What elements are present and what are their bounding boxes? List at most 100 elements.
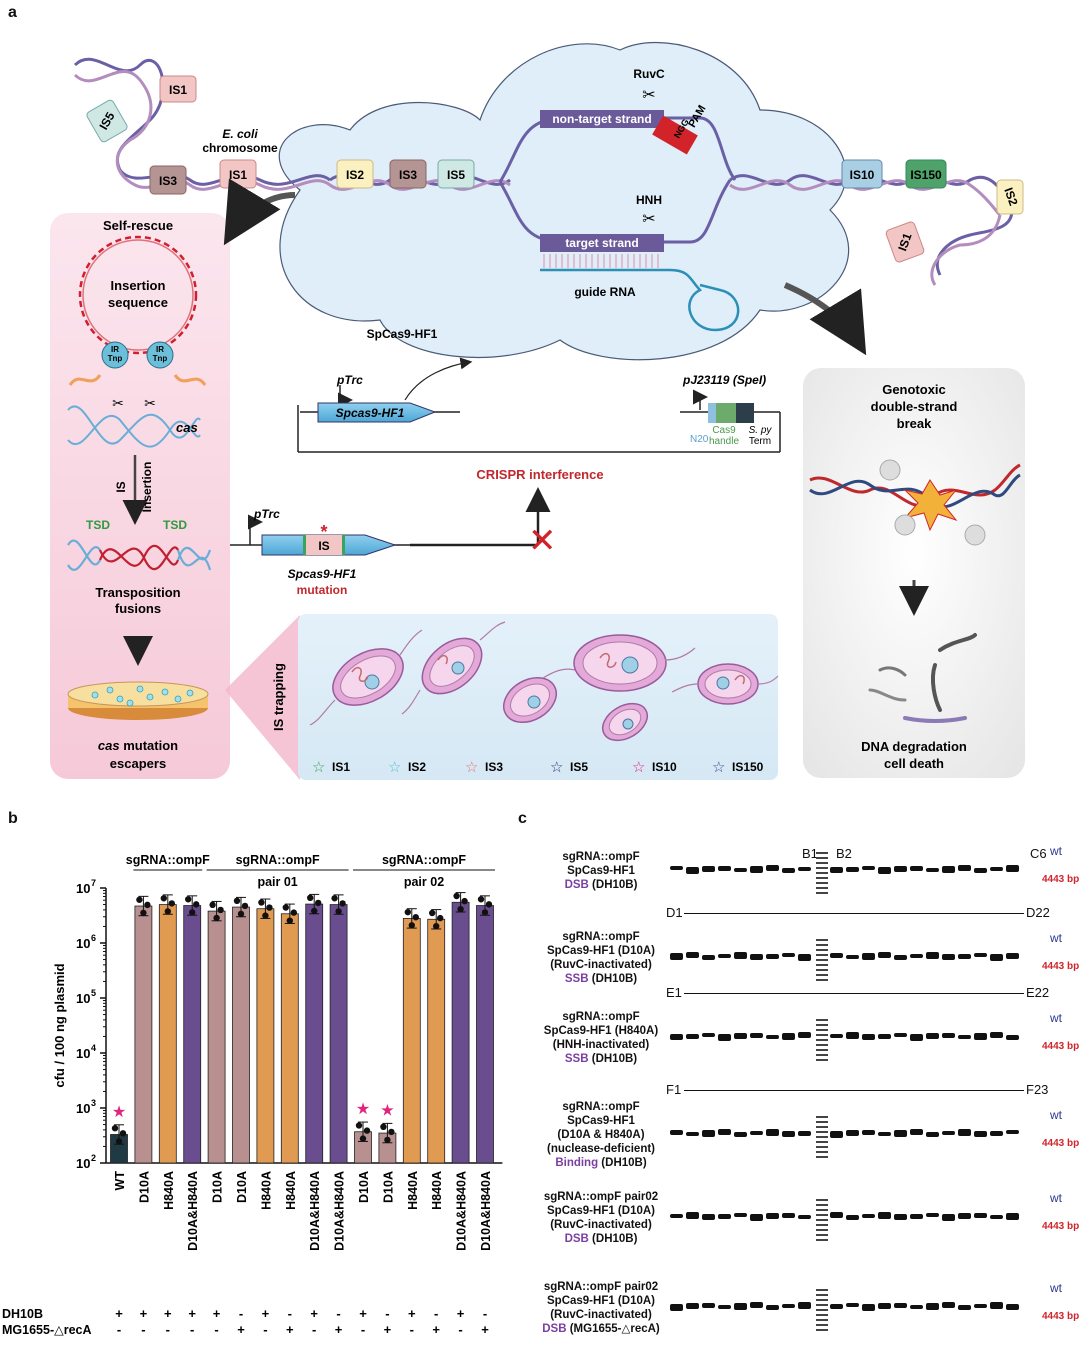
gel-row-label-line: (D10A & H840A) (557, 1129, 645, 1141)
gel-band (798, 1215, 811, 1219)
gel-band (894, 1302, 907, 1308)
is-box-mid: IS2 (346, 168, 364, 182)
tnp-label: Tnp (108, 354, 123, 363)
legend-label: IS10 (652, 760, 677, 774)
gel-band (686, 1303, 699, 1309)
y-tick-label: 10 (76, 1046, 90, 1061)
strain-mark: - (239, 1306, 243, 1321)
strain-mark: - (141, 1322, 145, 1337)
gel-band (942, 865, 955, 873)
gel-band (734, 868, 747, 872)
gel-strain-label: (DH10B) (588, 1053, 638, 1065)
escapers-label: cas mutation (98, 738, 178, 753)
gel-band (1006, 1034, 1019, 1040)
strain-mark: - (214, 1322, 218, 1337)
gel-band (782, 1212, 795, 1218)
gel-row-label-line: sgRNA::ompF pair02 (543, 1281, 659, 1293)
data-point (168, 900, 175, 907)
category-label: D10A (211, 1171, 225, 1203)
is-box-left: IS1 (229, 168, 247, 182)
strain-mark: - (117, 1322, 121, 1337)
ladder-band (816, 1239, 828, 1241)
ladder-band (816, 939, 828, 941)
gel-band (1006, 1304, 1019, 1310)
gel-band (910, 954, 923, 958)
gel-band (974, 867, 987, 873)
gel-strain-label: (DH10B) (598, 1157, 647, 1169)
lane-label-mid: B2 (836, 846, 852, 861)
gel-band (750, 1302, 763, 1308)
ladder-band (816, 1289, 828, 1291)
gel-condition-label: DSB (542, 1323, 567, 1335)
lane-bracket-line (684, 913, 1024, 914)
bar (232, 906, 250, 1164)
gel-band (942, 1213, 955, 1221)
data-point (136, 896, 143, 903)
gel-band (910, 1033, 923, 1041)
strain-mark: - (410, 1322, 414, 1337)
is-box-left: IS1 (169, 83, 187, 97)
ladder-band (816, 1319, 828, 1321)
y-tick-exponent: 3 (91, 1098, 96, 1108)
gel-band (782, 1304, 795, 1308)
gel-strain-label: (DH10B) (588, 879, 638, 891)
strain-mark: + (213, 1306, 221, 1321)
spy-label: S. py (749, 425, 773, 436)
data-point (237, 910, 245, 918)
lane-label-end: C6 (1030, 846, 1047, 861)
category-label: D10A&H840A (186, 1171, 200, 1251)
gel-band (686, 1211, 699, 1219)
spcas9-gene-label: Spcas9-HF1 (336, 406, 405, 420)
legend-star-icon: ☆ (632, 759, 645, 776)
gel-band (1006, 1130, 1019, 1134)
category-label: D10A&H840A (455, 1171, 469, 1251)
non-target-strand-label: non-target strand (552, 112, 651, 126)
gel-band (862, 1303, 875, 1311)
strain-mark: + (481, 1322, 489, 1337)
wt-label: wt (1050, 1281, 1062, 1295)
gel-band (734, 951, 747, 959)
gel-row-label-line: sgRNA::ompF pair02 (543, 1191, 659, 1203)
tsd-right-label: TSD (163, 518, 187, 532)
break-label: break (897, 416, 932, 431)
legend-label: IS5 (570, 760, 588, 774)
strain-mark: - (434, 1306, 438, 1321)
data-point (481, 909, 489, 916)
data-point (412, 914, 419, 921)
gel-row-label-line: sgRNA::ompF (562, 1011, 640, 1023)
data-point (262, 912, 269, 919)
gel-row-label-line: SpCas9-HF1 (D10A) (547, 1295, 655, 1307)
pj23119-label: pJ23119 (SpeI) (682, 373, 766, 387)
data-point (384, 1136, 391, 1144)
strain-mark: + (115, 1306, 123, 1321)
gel-strain-label: (MG1655-△recA) (566, 1323, 660, 1335)
gel-band (750, 1131, 763, 1135)
gel-band (766, 1304, 779, 1310)
gel-band (798, 1032, 811, 1038)
insertion-seq-label2: sequence (108, 295, 168, 310)
gel-band (1006, 953, 1019, 959)
ladder-band (816, 852, 828, 854)
data-point (119, 1130, 127, 1137)
data-point (282, 904, 289, 911)
cell-death-label: cell death (884, 756, 944, 771)
data-point (363, 1127, 371, 1134)
gel-band (894, 1033, 907, 1037)
cas9-handle-label: Cas9 (712, 425, 736, 436)
is-box-mid: IS3 (399, 168, 417, 182)
gel-strain-label: (DH10B) (588, 1233, 638, 1245)
data-point (311, 907, 318, 915)
category-label: H840A (406, 1171, 420, 1210)
category-label: H840A (259, 1171, 273, 1210)
data-point (189, 909, 196, 916)
chromosome-label: chromosome (202, 141, 278, 155)
ladder-band (816, 862, 828, 864)
gel-band (958, 865, 971, 871)
transposition-label: Transposition (95, 585, 180, 600)
wt-label: wt (1050, 1191, 1062, 1205)
strain-mark: - (336, 1306, 340, 1321)
data-point (307, 894, 314, 902)
